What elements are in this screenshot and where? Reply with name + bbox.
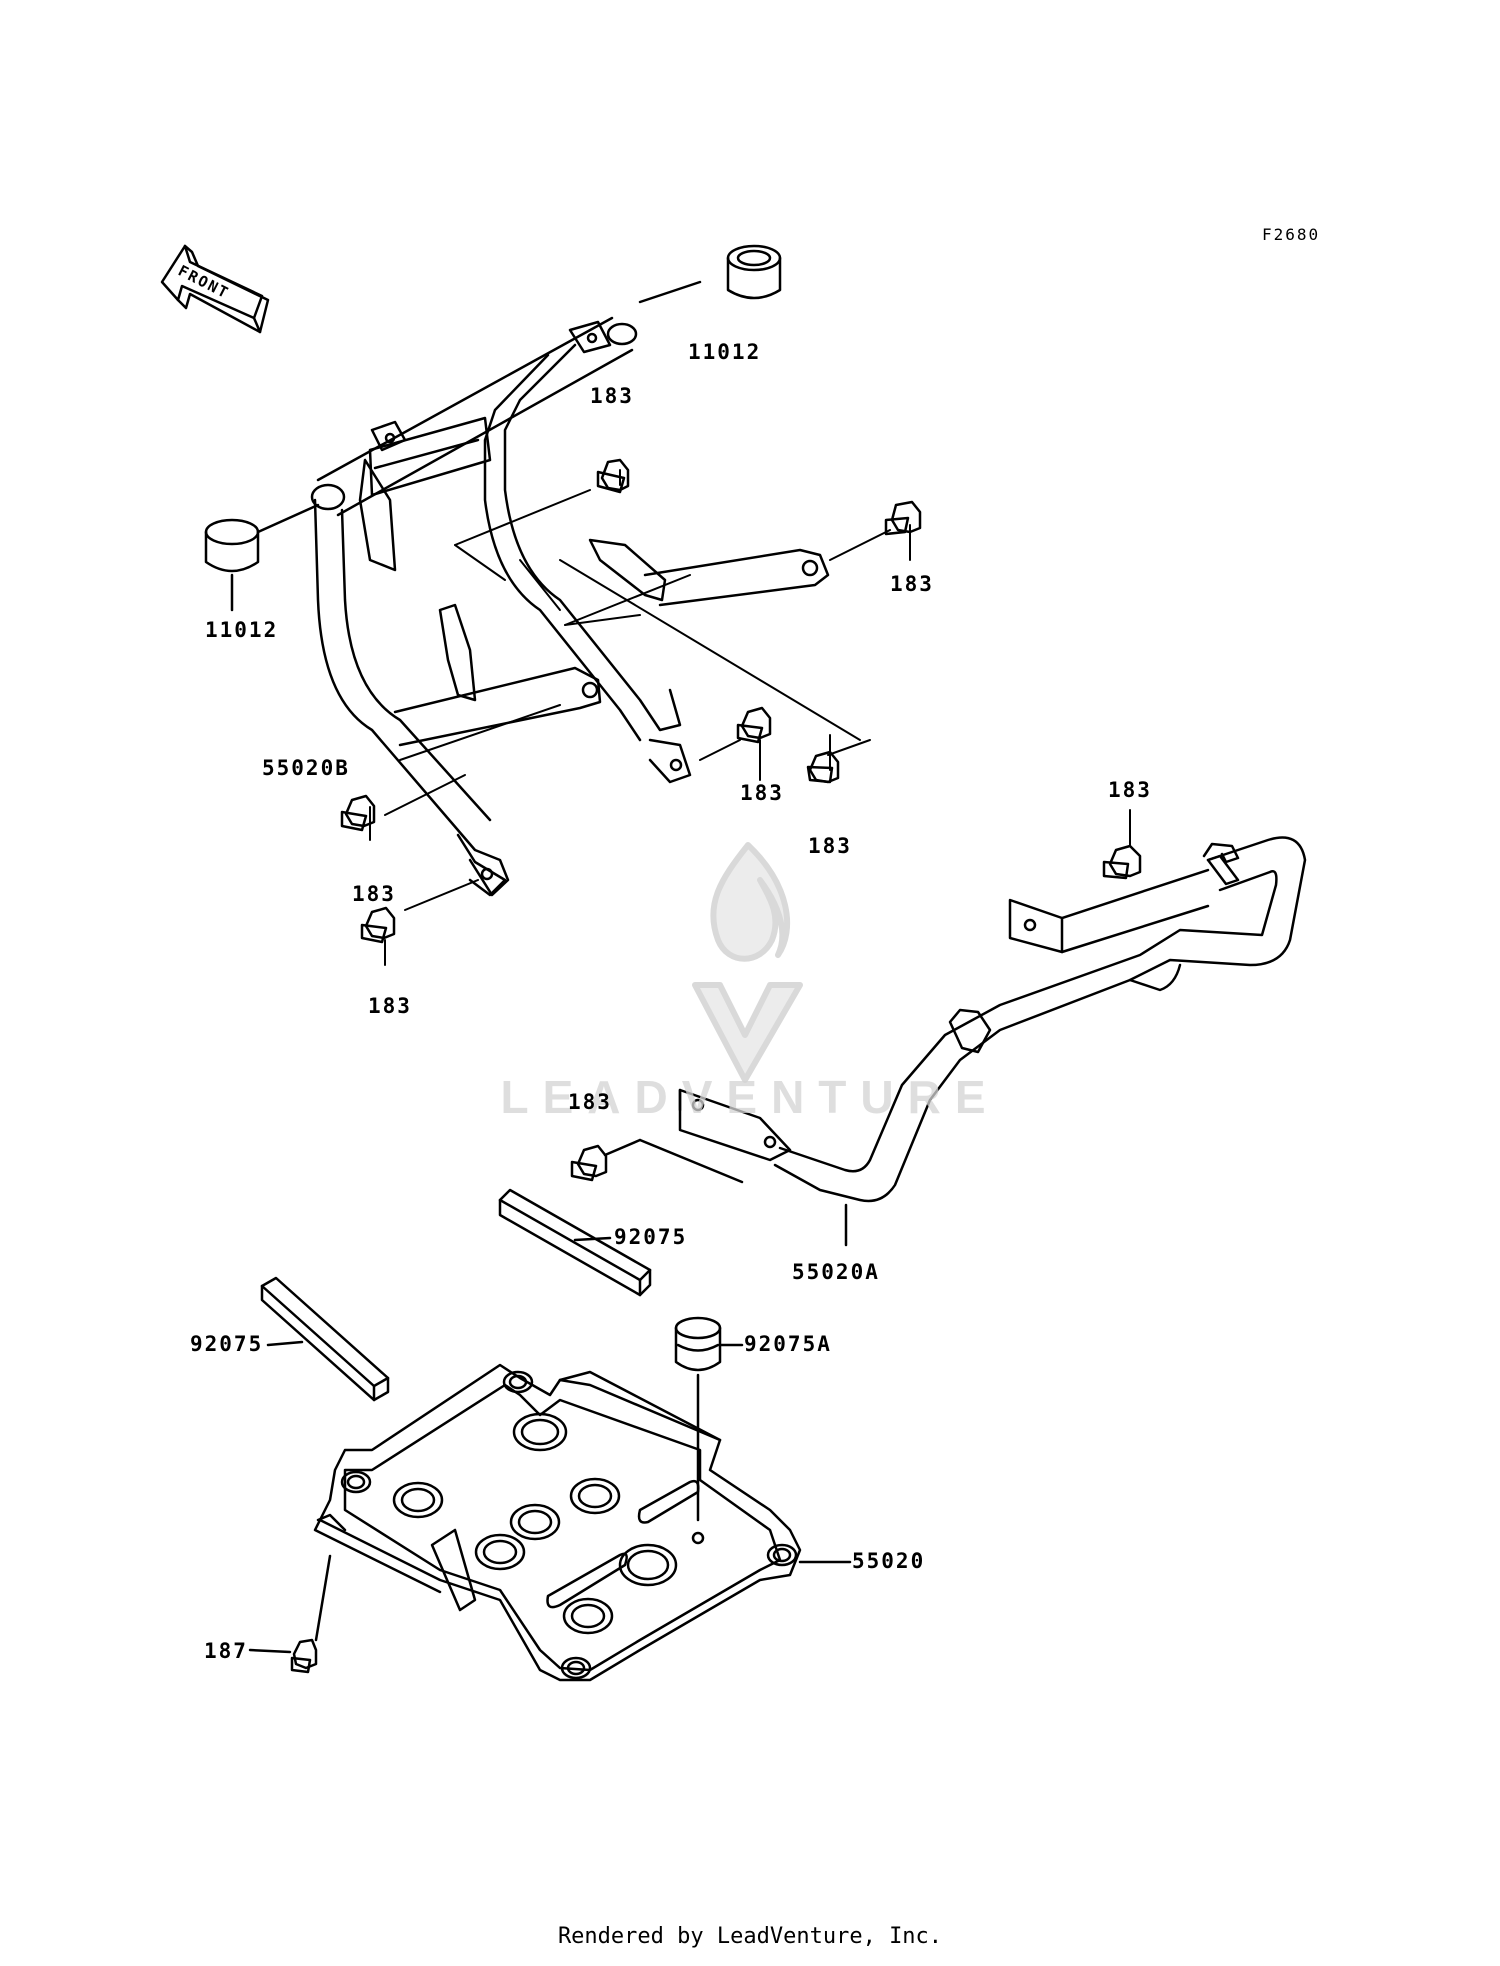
footer-credit: Rendered by LeadVenture, Inc. (557, 1924, 943, 1949)
part-label-bolt-right-bracket: 183 (890, 572, 934, 596)
part-label-skid-plate: 55020 (852, 1549, 926, 1573)
part-label-guard-a: 55020A (792, 1260, 880, 1284)
guard-55020a-frame (603, 836, 1307, 1247)
bolt-183-center-a (736, 706, 772, 744)
front-arrow-icon (160, 244, 270, 334)
part-label-bolt-center-a: 183 (740, 781, 784, 805)
part-label-bolt-guard-lower: 183 (568, 1090, 612, 1114)
bolt-183-guard-right (1102, 844, 1142, 880)
bolt-183-center-b (806, 750, 840, 784)
watermark-logo (692, 842, 803, 1083)
screw-187 (248, 1554, 332, 1674)
cap-left-11012 (204, 503, 320, 612)
pad-92075-right (498, 1188, 652, 1297)
guard-55020b-frame (310, 316, 682, 897)
part-label-cap-left: 11012 (205, 618, 279, 642)
part-label-bolt-center-b: 183 (808, 834, 852, 858)
bolt-183-left-a (340, 794, 376, 832)
part-label-cap-top: 11012 (688, 340, 762, 364)
bolt-183-right-bracket (884, 500, 922, 536)
part-label-damper: 92075A (744, 1332, 832, 1356)
guard-55020b-braces (393, 538, 830, 897)
damper-92075a (674, 1316, 744, 1522)
part-label-bolt-left-a: 183 (352, 882, 396, 906)
skid-plate-55020 (313, 1363, 852, 1682)
part-label-bolt-guard-right: 183 (1108, 778, 1152, 802)
part-label-bolt-left-b: 183 (368, 994, 412, 1018)
part-label-pad-left: 92075 (190, 1332, 264, 1356)
part-label-guard-b: 55020B (262, 756, 350, 780)
part-label-pad-right: 92075 (614, 1225, 688, 1249)
bolt-183-guard-lower (570, 1144, 608, 1182)
leader-lines (369, 469, 1131, 966)
cap-top-11012 (638, 244, 782, 304)
pad-92075-left (260, 1276, 390, 1402)
part-label-screw: 187 (204, 1639, 248, 1663)
watermark-text: LEADVENTURE (500, 1071, 1000, 1123)
diagram-code: F2680 (1262, 225, 1321, 244)
bolt-183-top-center (596, 458, 630, 494)
part-label-bolt-top-center: 183 (590, 384, 634, 408)
bolt-183-left-b (360, 906, 396, 944)
